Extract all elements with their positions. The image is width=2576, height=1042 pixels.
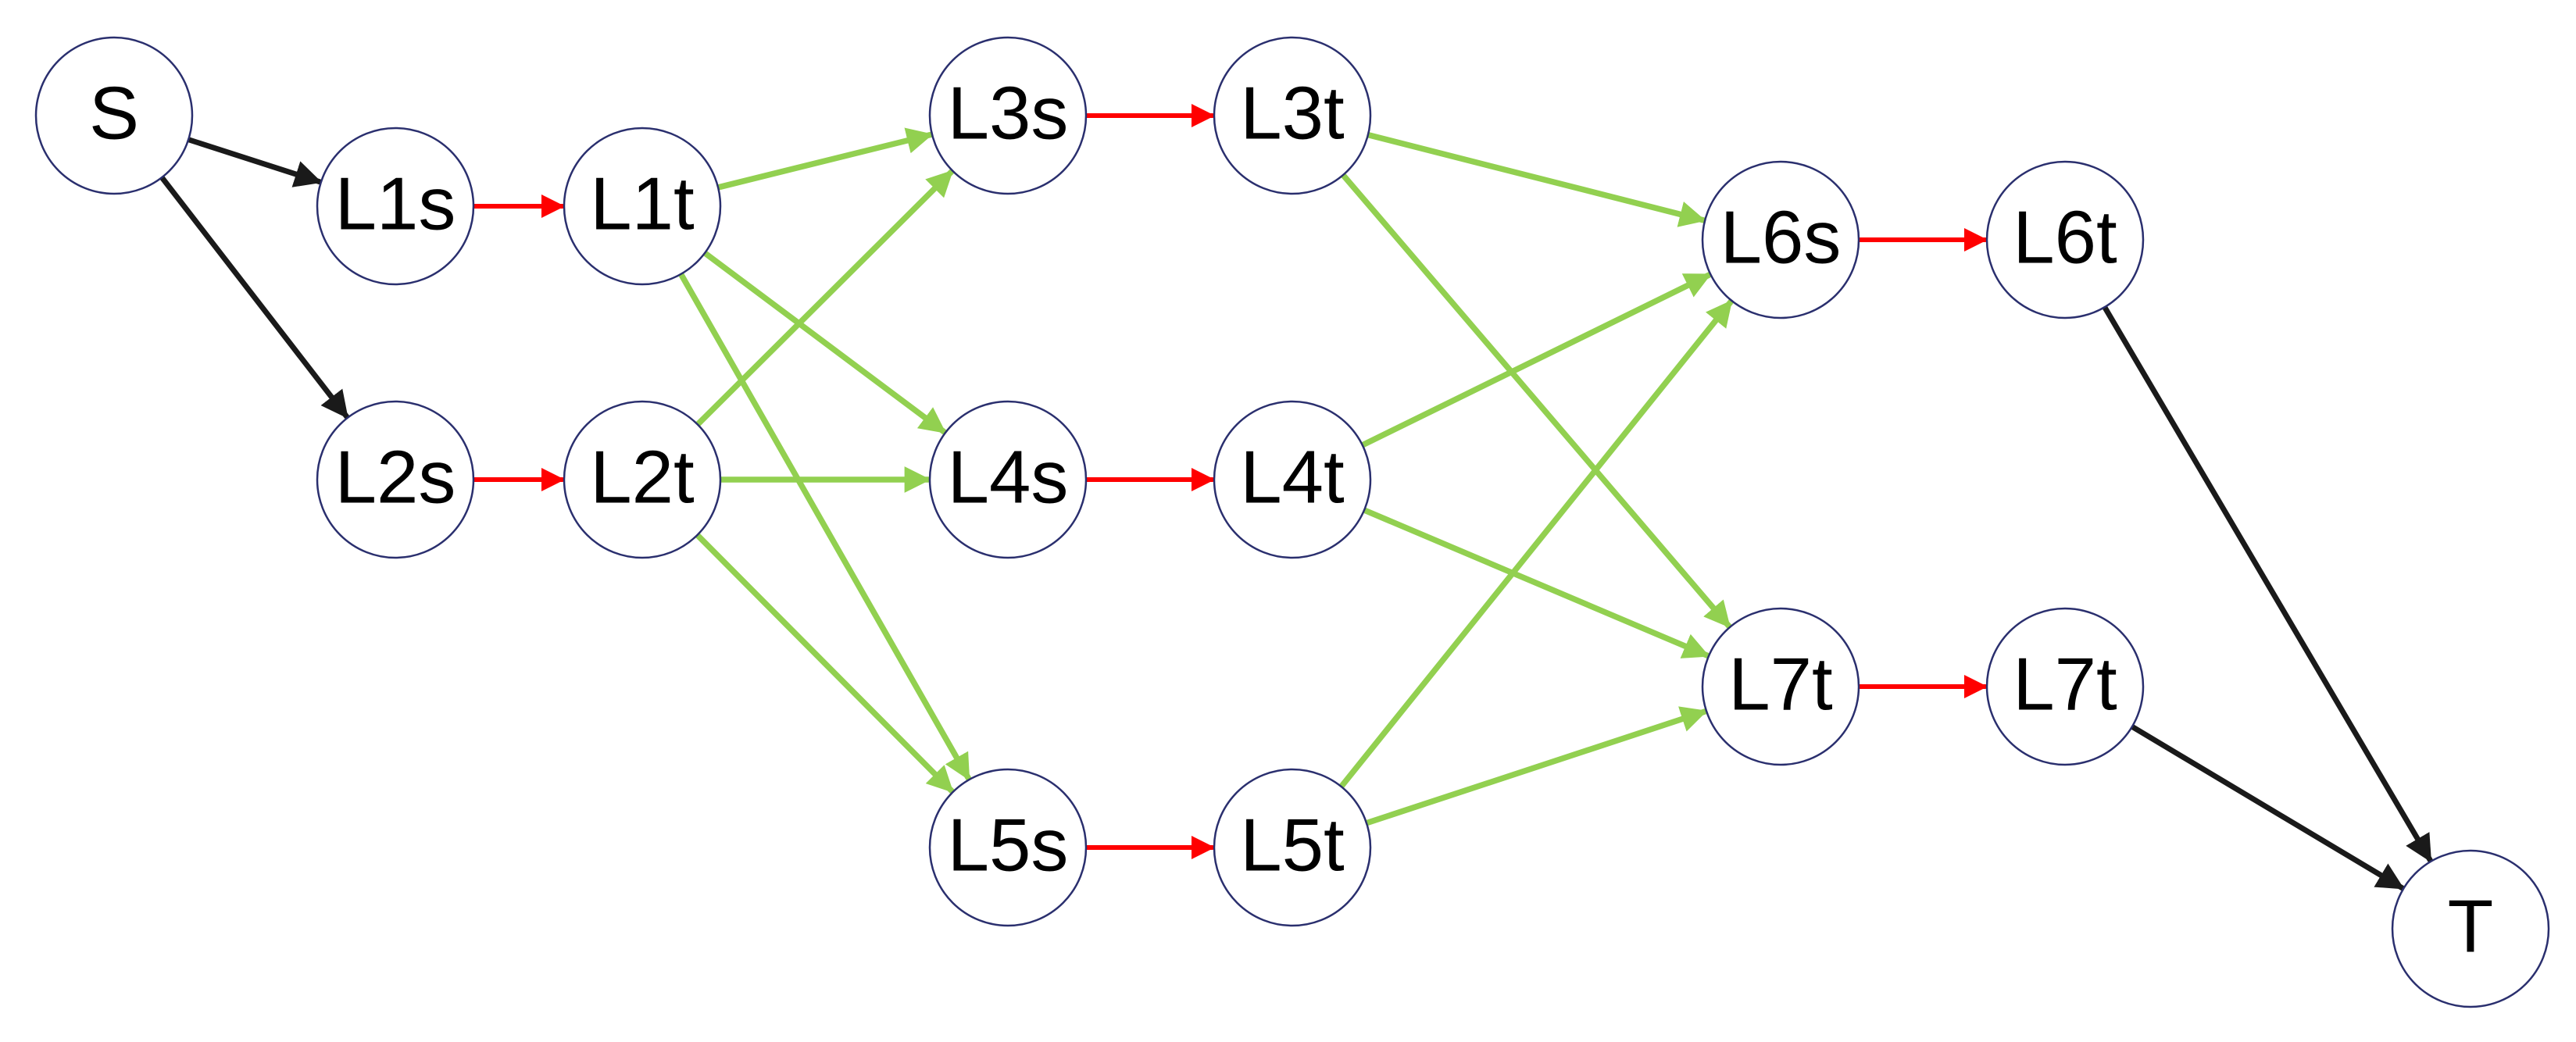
node-label: L1s [335, 162, 456, 245]
node-label: L6s [1720, 195, 1842, 279]
node-circle [316, 127, 475, 286]
node-l7a: L7t [1701, 607, 1860, 766]
node-label: L7t [2013, 642, 2117, 726]
node-l7b: L7t [1985, 607, 2145, 766]
node-circle [928, 400, 1088, 559]
node-label: L5s [948, 803, 1069, 887]
node-l1s: L1s [316, 127, 475, 286]
node-l3s: L3s [928, 36, 1088, 195]
node-l2t: L2t [563, 400, 722, 559]
node-l1t: L1t [563, 127, 722, 286]
node-l5t: L5t [1213, 768, 1372, 927]
edge-s-to-l2s [159, 174, 350, 419]
node-label: T [2448, 884, 2494, 968]
edge-l4t-to-l7a [1361, 507, 1710, 658]
node-l3t: L3t [1213, 36, 1372, 195]
node-circle [1213, 36, 1372, 195]
node-t: T [2391, 849, 2550, 1008]
node-circle [2391, 849, 2550, 1008]
node-circle [1985, 607, 2145, 766]
node-circle [1213, 768, 1372, 927]
node-circle [1701, 160, 1860, 319]
node-label: L3s [948, 71, 1069, 155]
node-circle [563, 400, 722, 559]
edge-l1t-to-l5s [677, 271, 972, 782]
edge-l1t-to-l4s [702, 250, 948, 435]
edge-s-to-l1s [185, 137, 323, 187]
node-s: S [34, 36, 194, 195]
node-label: L3t [1240, 71, 1344, 155]
node-circle [563, 127, 722, 286]
node-label: L4s [948, 435, 1069, 519]
node-circle [1213, 400, 1372, 559]
node-circle [928, 36, 1088, 195]
node-circle [316, 400, 475, 559]
edge-l6t-to-t [2102, 304, 2433, 863]
edge-l2t-to-l5s [694, 532, 955, 794]
node-l2s: L2s [316, 400, 475, 559]
edge-l1t-to-l3s [715, 127, 934, 191]
node-l6t: L6t [1985, 160, 2145, 319]
node-label: L6t [2013, 195, 2117, 279]
node-l4t: L4t [1213, 400, 1372, 559]
edge-l5t-to-l6s [1338, 298, 1734, 790]
node-label: L5t [1240, 803, 1344, 887]
edge-l5t-to-l7a [1363, 706, 1708, 826]
node-circle [34, 36, 194, 195]
node-label: L1t [590, 162, 694, 245]
node-label: L4t [1240, 435, 1344, 519]
edge-l3t-to-l6s [1365, 131, 1706, 227]
edge-l7b-to-t [2129, 723, 2405, 891]
node-circle [1985, 160, 2145, 319]
node-l4s: L4s [928, 400, 1088, 559]
node-label: L7t [1728, 642, 1832, 726]
node-circle [1701, 607, 1860, 766]
edge-l3t-to-l7a [1340, 172, 1732, 630]
node-label: L2t [590, 435, 694, 519]
node-circle [928, 768, 1088, 927]
node-label: S [89, 71, 139, 155]
node-label: L2s [335, 435, 456, 519]
edges-layer [159, 104, 2433, 891]
edge-l2t-to-l3s [695, 169, 955, 428]
node-l5s: L5s [928, 768, 1088, 927]
node-l6s: L6s [1701, 160, 1860, 319]
edge-l4t-to-l6s [1359, 272, 1713, 448]
